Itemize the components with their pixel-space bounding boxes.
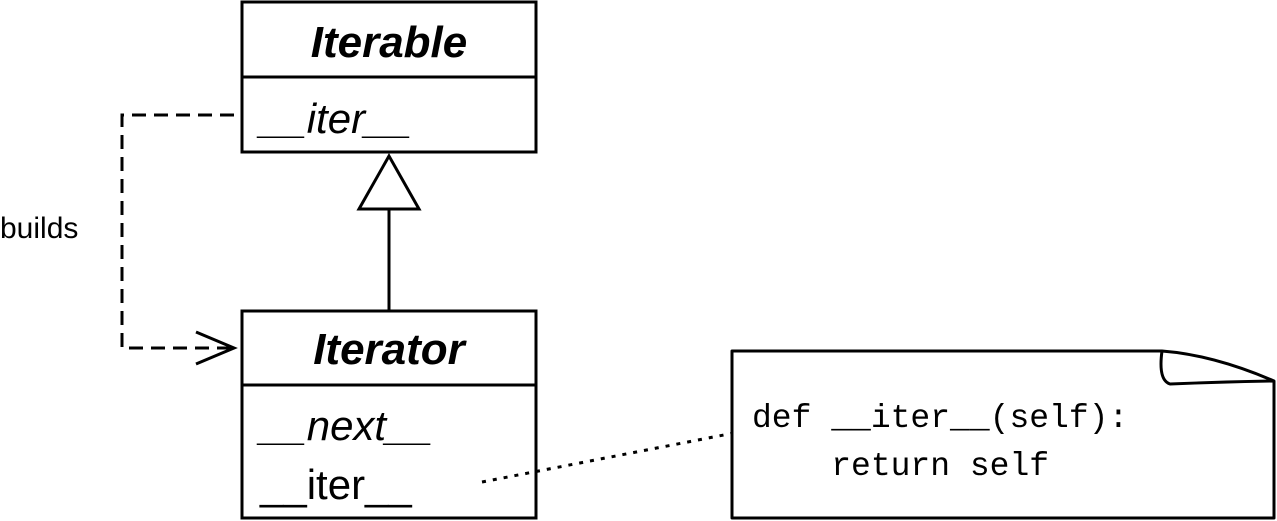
builds-arrowhead-icon xyxy=(195,330,238,366)
class-iterable-title: Iterable xyxy=(311,18,468,67)
iterator-method-next: __next__ xyxy=(256,402,433,449)
class-iterator-box xyxy=(240,309,538,520)
inheritance-arrow xyxy=(356,152,422,311)
note-shape xyxy=(730,349,1276,520)
iterable-method-iter: __iter__ xyxy=(256,95,412,142)
note-code-line-2: return self xyxy=(752,448,1049,485)
class-iterator-title: Iterator xyxy=(313,325,467,374)
class-iterator: Iterator __next__ __iter__ xyxy=(240,309,538,520)
builds-label: builds xyxy=(0,212,78,245)
note-code-line-1: def __iter__(self): xyxy=(752,400,1128,437)
builds-dashed-line xyxy=(120,113,234,350)
iterator-method-iter: __iter__ xyxy=(259,461,412,508)
builds-label-bg xyxy=(0,205,118,251)
code-note: def __iter__(self): return self xyxy=(730,349,1276,520)
builds-dependency: builds xyxy=(0,113,238,366)
class-iterable: Iterable __iter__ xyxy=(240,0,538,154)
inheritance-triangle-icon xyxy=(356,152,422,211)
note-fold-icon xyxy=(1159,350,1275,386)
